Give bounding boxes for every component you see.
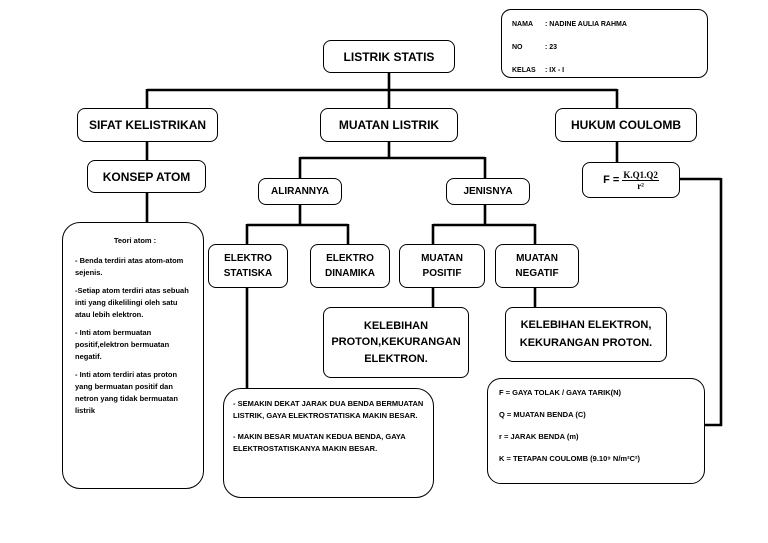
number-value: : 23 [545, 44, 558, 51]
coulomb-legend: F = GAYA TOLAK / GAYA TARIK(N) Q = MUATA… [487, 378, 705, 484]
root-node: LISTRIK STATIS [323, 40, 455, 73]
node-kelebihan-proton: KELEBIHAN PROTON,KEKURANGAN ELEKTRON. [323, 307, 469, 378]
teori-point-2: -Setiap atom terdiri atas sebuah inti ya… [75, 286, 189, 319]
class-row: KELAS : IX - I [512, 59, 707, 82]
kelebihan-proton-line-2: PROTON,KEKURANGAN [331, 336, 461, 349]
identity-box: NAMA : NADINE AULIA RAHMA NO : 23 KELAS … [501, 9, 708, 78]
elektro-dinamika-line-1: ELEKTRO [326, 253, 374, 264]
number-row: NO : 23 [512, 36, 707, 59]
note-teori-atom: Teori atom : - Benda terdiri atas atom-a… [62, 222, 204, 489]
teori-point-4: - Inti atom terdiri atas proton yang ber… [75, 370, 178, 415]
muatan-positif-line-1: MUATAN [421, 253, 463, 264]
legend-q: Q = MUATAN BENDA (C) [499, 410, 586, 419]
node-muatan-negatif: MUATAN NEGATIF [495, 244, 579, 288]
teori-title: Teori atom : [113, 236, 157, 245]
formula-numerator: K.Q1.Q2 [622, 169, 659, 181]
class-key: KELAS [512, 67, 536, 74]
muatan-negatif-line-2: NEGATIF [515, 268, 559, 279]
statiska-note-1: - SEMAKIN DEKAT JARAK DUA BENDA BERMUATA… [233, 399, 424, 420]
formula-fraction: K.Q1.Q2 r² [622, 170, 659, 191]
node-kelebihan-elektron: KELEBIHAN ELEKTRON, KEKURANGAN PROTON. [505, 307, 667, 362]
elektro-statiska-line-2: STATISKA [223, 268, 273, 279]
node-hukum-coulomb: HUKUM COULOMB [555, 108, 697, 142]
formula-denominator: r² [637, 180, 644, 191]
teori-point-1: - Benda terdiri atas atom-atom sejenis. [75, 256, 184, 277]
kelebihan-elektron-line-1: KELEBIHAN ELEKTRON, [520, 318, 652, 331]
legend-k: K = TETAPAN COULOMB (9.10⁹ N/m²C²) [499, 454, 640, 463]
formula-box: F = K.Q1.Q2 r² [582, 162, 680, 198]
node-elektro-statiska: ELEKTRO STATISKA [208, 244, 288, 288]
kelebihan-proton-line-1: KELEBIHAN [363, 319, 429, 332]
formula-lhs: F = [603, 174, 620, 186]
kelebihan-elektron-line-2: KEKURANGAN PROTON. [519, 336, 653, 349]
muatan-negatif-line-1: MUATAN [516, 253, 558, 264]
node-sifat-kelistrikan: SIFAT KELISTRIKAN [77, 108, 218, 142]
node-konsep-atom: KONSEP ATOM [87, 160, 206, 193]
muatan-positif-line-2: POSITIF [422, 268, 462, 279]
legend-f: F = GAYA TOLAK / GAYA TARIK(N) [499, 388, 622, 397]
legend-r: r = JARAK BENDA (m) [499, 432, 579, 441]
node-jenisnya: JENISNYA [446, 178, 530, 205]
number-key: NO [512, 44, 523, 51]
class-value: : IX - I [545, 67, 565, 74]
name-key: NAMA [512, 21, 533, 28]
node-alirannya: ALIRANNYA [258, 178, 342, 205]
node-elektro-dinamika: ELEKTRO DINAMIKA [310, 244, 390, 288]
teori-point-3: - Inti atom bermuatan positif,elektron b… [75, 328, 170, 361]
note-elektrostatiska: - SEMAKIN DEKAT JARAK DUA BENDA BERMUATA… [223, 388, 434, 498]
name-value: : NADINE AULIA RAHMA [545, 21, 627, 28]
name-row: NAMA : NADINE AULIA RAHMA [512, 13, 707, 36]
node-muatan-positif: MUATAN POSITIF [399, 244, 485, 288]
statiska-note-2: - MAKIN BESAR MUATAN KEDUA BENDA, GAYA E… [233, 432, 406, 453]
elektro-dinamika-line-2: DINAMIKA [325, 268, 375, 279]
kelebihan-proton-line-3: ELEKTRON. [364, 352, 428, 365]
elektro-statiska-line-1: ELEKTRO [224, 253, 272, 264]
node-muatan-listrik: MUATAN LISTRIK [320, 108, 458, 142]
